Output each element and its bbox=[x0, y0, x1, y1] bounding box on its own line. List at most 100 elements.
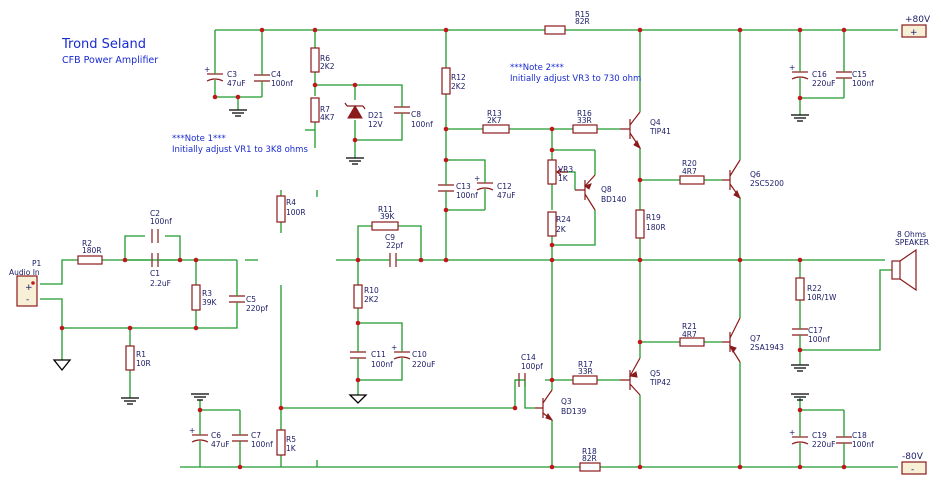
resistor-r15 bbox=[544, 25, 566, 35]
capacitor-c8 bbox=[394, 100, 410, 120]
label-c13-ref: C13 bbox=[456, 182, 471, 191]
svg-text:+: + bbox=[189, 426, 195, 435]
capacitor-c10 bbox=[393, 345, 411, 366]
ground-symbols bbox=[52, 109, 809, 405]
capacitor-c12 bbox=[476, 175, 494, 198]
label-r16-val: 33R bbox=[577, 116, 592, 125]
transistor-q5 bbox=[620, 357, 641, 396]
resistor-r16 bbox=[572, 124, 598, 134]
label-c13-val: 100nf bbox=[456, 191, 478, 200]
label-r6-ref: R6 bbox=[320, 54, 330, 63]
connectors bbox=[16, 24, 927, 475]
capacitor-c5 bbox=[229, 288, 245, 310]
label-r20-ref: R20 bbox=[682, 159, 697, 168]
ground-icon bbox=[348, 394, 368, 404]
label-r22-val: 10R/1W bbox=[807, 293, 837, 302]
label-d21-ref: D21 bbox=[368, 111, 384, 120]
svg-text:+: + bbox=[789, 428, 795, 437]
resistor-r10 bbox=[353, 284, 363, 309]
transistor-q7 bbox=[722, 317, 741, 363]
label-q6-ref: Q6 bbox=[750, 170, 761, 179]
resistor-r5 bbox=[276, 429, 286, 456]
ground-icon bbox=[191, 393, 209, 401]
capacitor-c2 bbox=[151, 229, 159, 243]
label-r5-ref: R5 bbox=[286, 435, 296, 444]
label-r1-val: 10R bbox=[136, 359, 151, 368]
label-c11-val: 100nf bbox=[371, 360, 393, 369]
label-c4-val: 100nf bbox=[271, 79, 293, 88]
label-q7-ref: Q7 bbox=[750, 334, 761, 343]
resistor-r3 bbox=[191, 284, 201, 311]
label-c15-ref: C15 bbox=[852, 70, 867, 79]
label-c6-ref: C6 bbox=[211, 431, 221, 440]
ground-icon bbox=[121, 397, 139, 405]
input-ref: P1 bbox=[32, 259, 42, 268]
label-c19-ref: C19 bbox=[812, 431, 827, 440]
resistor-r18 bbox=[579, 462, 601, 472]
ground-icon bbox=[791, 114, 809, 122]
resistor-r7 bbox=[310, 97, 320, 123]
transistor-q4 bbox=[620, 111, 641, 150]
label-c18-ref: C18 bbox=[852, 431, 867, 440]
capacitor-c7 bbox=[232, 428, 248, 450]
label-r24-ref: R24 bbox=[556, 215, 571, 224]
label-r13-val: 2K7 bbox=[487, 116, 502, 125]
pos-rail-label: +80V bbox=[905, 15, 931, 25]
speaker-value: 8 Ohms bbox=[897, 230, 926, 239]
label-c9-val: 22pf bbox=[386, 241, 403, 250]
label-r3-val: 39K bbox=[202, 298, 218, 307]
label-c7-ref: C7 bbox=[251, 431, 261, 440]
resistor-vr3 bbox=[547, 159, 557, 185]
neg-rail-sign: - bbox=[911, 465, 914, 475]
label-q8-val: BD140 bbox=[601, 195, 626, 204]
capacitor-c9 bbox=[383, 253, 403, 267]
resistor-r21 bbox=[679, 337, 705, 347]
resistor-r2 bbox=[77, 255, 103, 265]
speaker-icon bbox=[891, 248, 917, 292]
svg-text:+: + bbox=[789, 63, 795, 72]
label-r24-val: 2K bbox=[556, 225, 567, 234]
label-r15-val: 82R bbox=[575, 17, 590, 26]
resistor-r20 bbox=[679, 175, 705, 185]
ground-icon bbox=[52, 359, 72, 372]
label-c7-val: 100nf bbox=[251, 440, 273, 449]
label-r20-val: 4R7 bbox=[682, 167, 697, 176]
label-r18-ref: R18 bbox=[582, 447, 597, 456]
capacitor-c16 bbox=[791, 65, 809, 85]
label-r10-val: 2K2 bbox=[364, 295, 379, 304]
label-q5-val: TIP42 bbox=[649, 378, 671, 387]
schematic-subtitle: CFB Power Amplifier bbox=[62, 55, 158, 66]
svg-text:+: + bbox=[474, 174, 480, 183]
neg-rail-label: -80V bbox=[902, 452, 924, 462]
label-r17-val: 33R bbox=[578, 367, 593, 376]
label-c9-ref: C9 bbox=[385, 233, 395, 242]
junction-dots bbox=[59, 27, 847, 470]
capacitor-c17 bbox=[792, 322, 808, 342]
label-r6-val: 2K2 bbox=[320, 62, 335, 71]
label-c14-val: 100pf bbox=[521, 362, 543, 371]
label-c6-val: 47uF bbox=[211, 440, 230, 449]
label-r12-val: 2K2 bbox=[451, 82, 466, 91]
label-c8-ref: C8 bbox=[411, 110, 421, 119]
transistors bbox=[524, 111, 741, 421]
note1-body: Initially adjust VR1 to 3K8 ohms bbox=[172, 145, 308, 155]
label-c1-ref: C1 bbox=[150, 269, 160, 278]
label-r21-val: 4R7 bbox=[682, 330, 697, 339]
capacitor-c18 bbox=[836, 430, 852, 450]
capacitors bbox=[125, 65, 852, 450]
label-r11-ref: R11 bbox=[378, 205, 393, 214]
wires bbox=[40, 29, 898, 468]
input-minus: - bbox=[26, 295, 29, 305]
label-c2-ref: C2 bbox=[150, 209, 160, 218]
label-c15-val: 100nf bbox=[852, 79, 874, 88]
resistor-r1 bbox=[125, 345, 135, 371]
label-r19-ref: R19 bbox=[646, 213, 661, 222]
label-r21-ref: R21 bbox=[682, 322, 697, 331]
neg-rail-connector bbox=[901, 461, 927, 475]
label-c2-val: 100nf bbox=[150, 217, 172, 226]
label-r4-val: 100R bbox=[286, 208, 306, 217]
input-plus: + bbox=[25, 283, 33, 293]
label-r18-val: 82R bbox=[582, 454, 597, 463]
label-r19-val: 180R bbox=[646, 223, 666, 232]
